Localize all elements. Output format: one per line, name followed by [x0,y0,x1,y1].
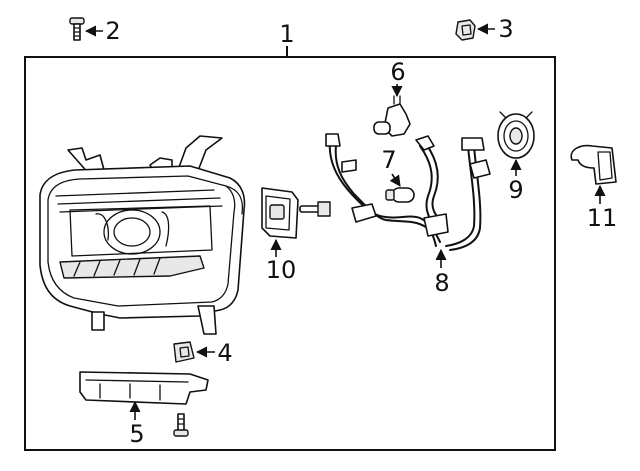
callout-6: 6 [390,58,405,86]
nut-part-3 [455,19,476,41]
callout-11: 11 [587,204,618,232]
callout-8: 8 [434,269,449,297]
bracket-part-5 [79,371,209,437]
screw-part-2 [69,17,85,41]
callout-1: 1 [279,20,294,48]
ballast-part-10 [261,187,331,239]
callout-5: 5 [129,420,144,448]
callout-10: 10 [266,256,297,284]
callout-3: 3 [498,15,513,43]
socket-part-9 [497,111,535,159]
nut-part-4 [173,341,195,363]
wiring-harness-part-8 [325,133,491,251]
headlamp-housing-part-1 [39,135,246,335]
bulb-part-7 [385,187,415,203]
callout-7-arrow [389,173,401,187]
callout-9: 9 [508,176,523,204]
callout-4: 4 [217,339,232,367]
clip-part-11 [570,144,617,185]
assembly-frame [24,56,556,451]
callout-7: 7 [381,146,396,174]
callout-2: 2 [105,17,120,45]
bulb-part-6 [373,95,411,137]
